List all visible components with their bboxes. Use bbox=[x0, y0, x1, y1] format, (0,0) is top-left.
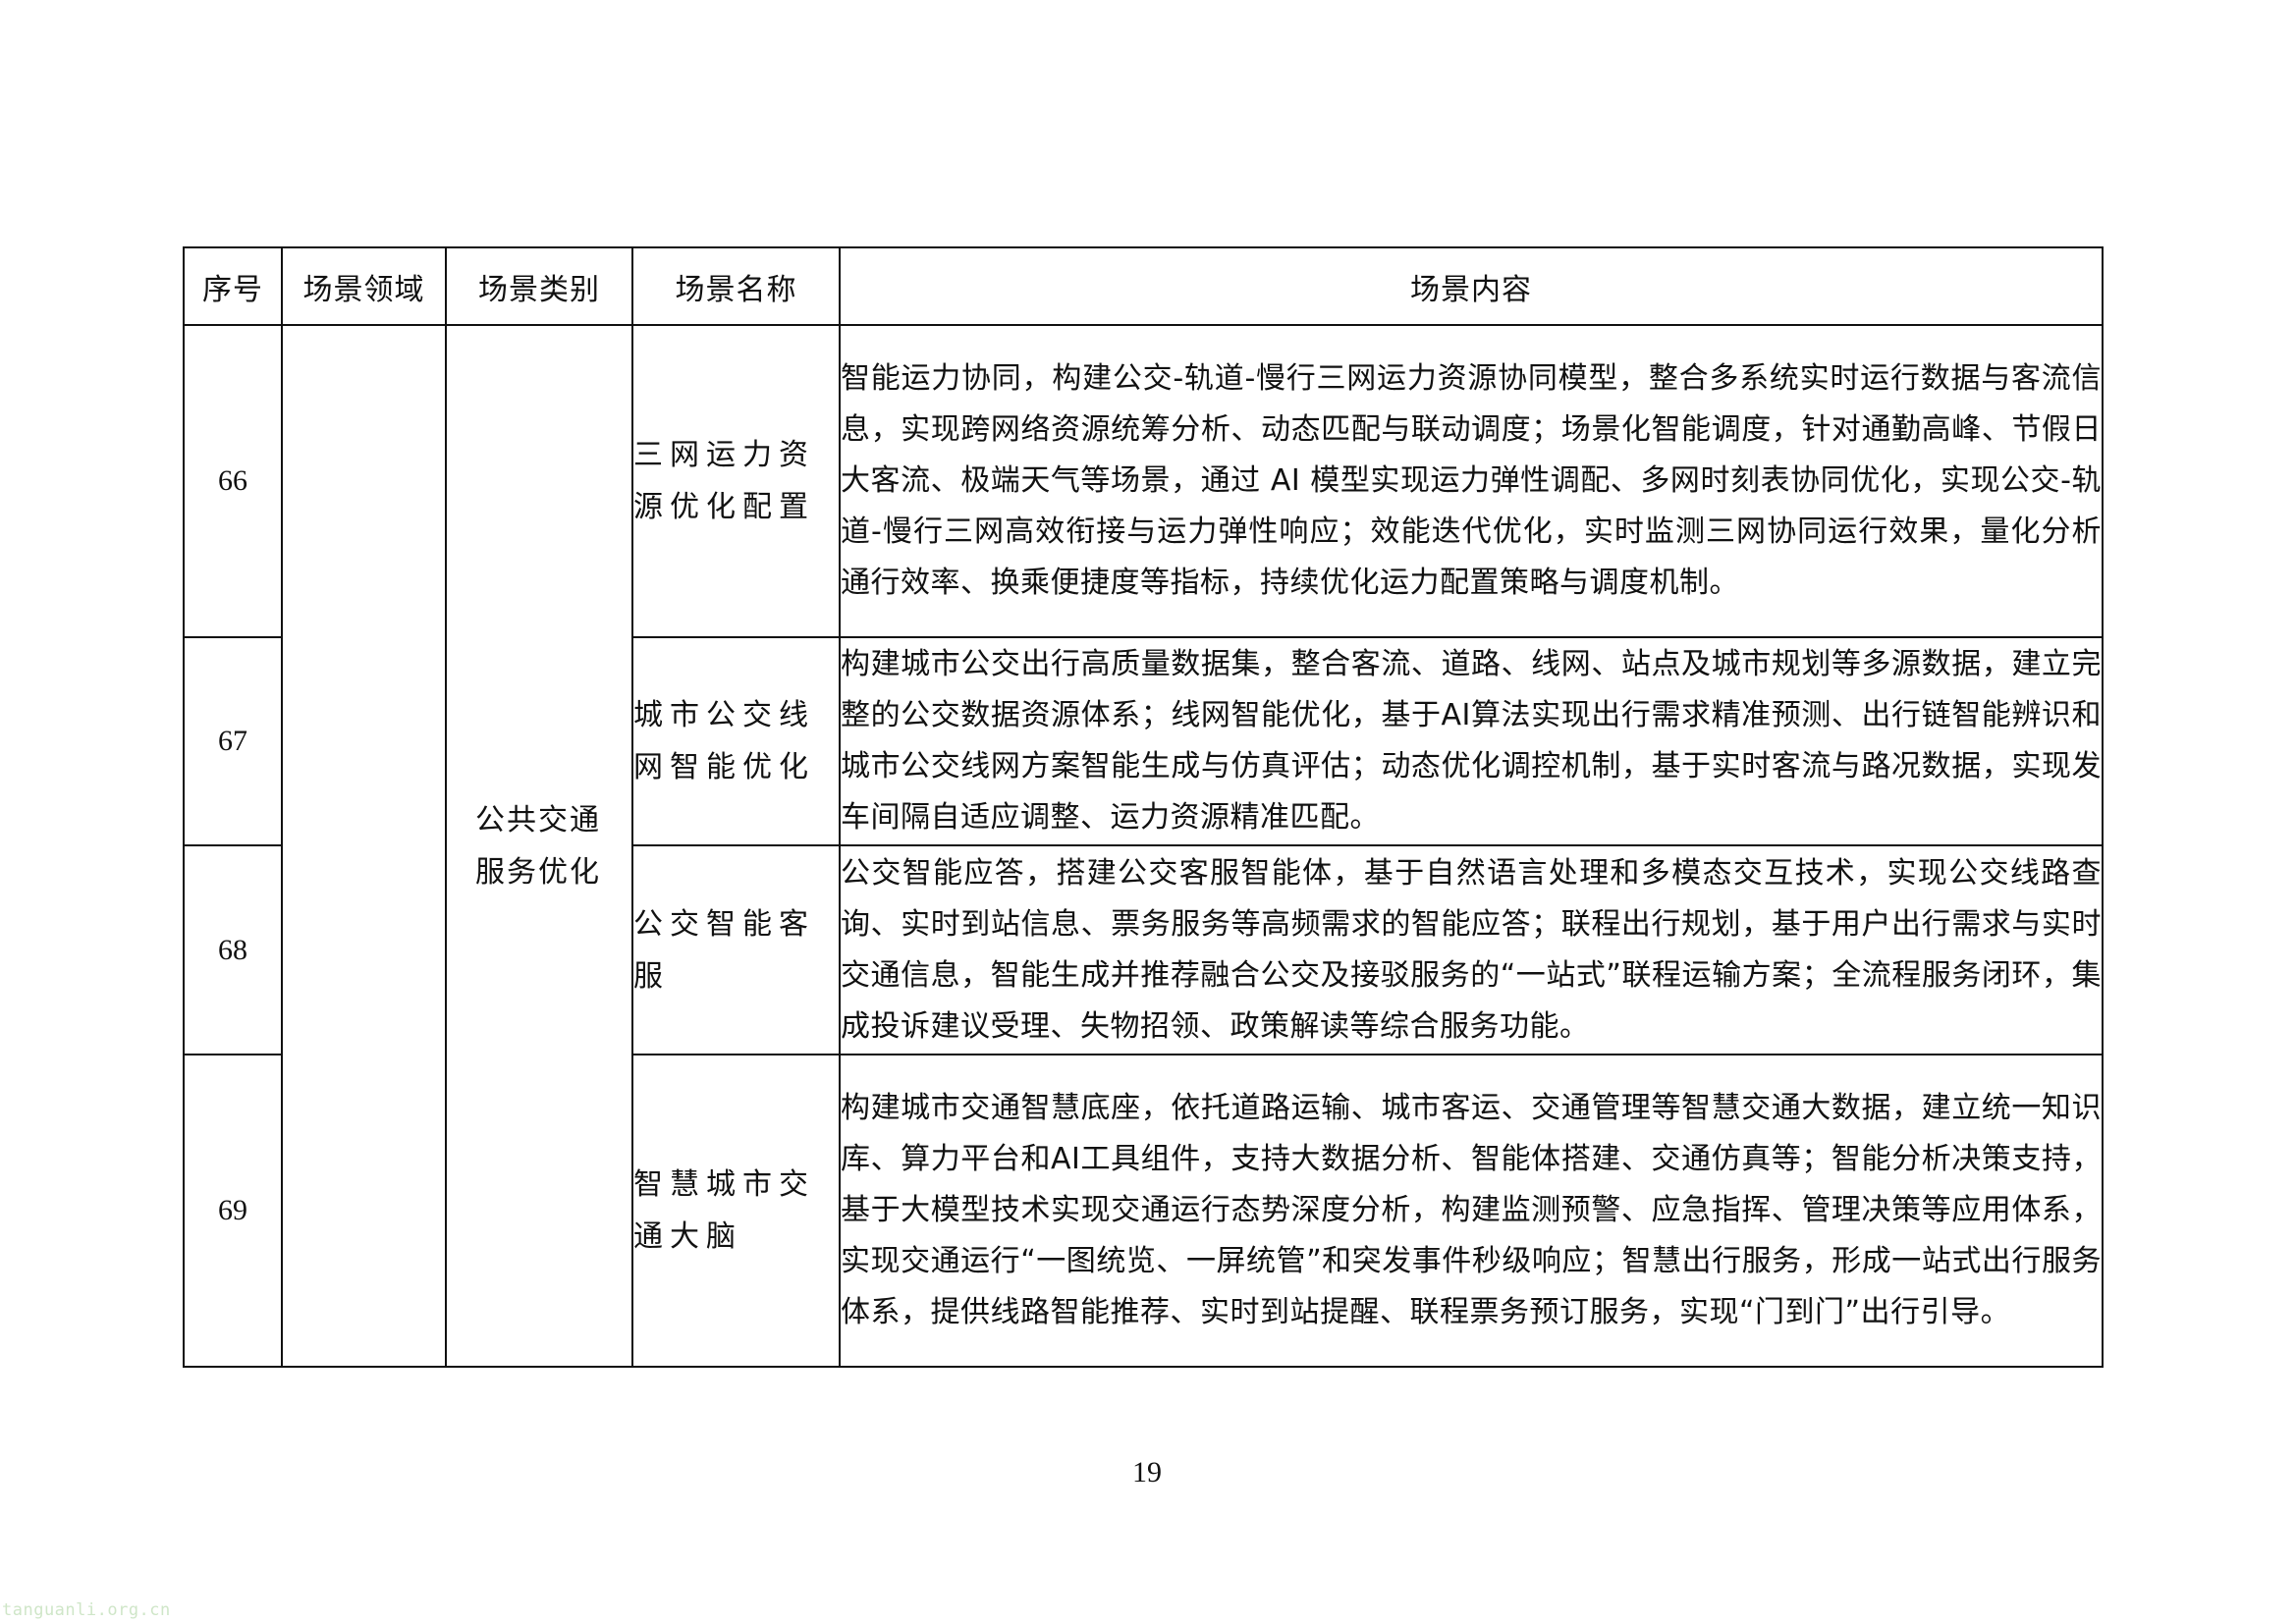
row-index: 69 bbox=[183, 1054, 283, 1368]
scene-content: 构建城市公交出行高质量数据集，整合客流、道路、线网、站点及城市规划等多源数据，建… bbox=[839, 636, 2104, 846]
row-index: 68 bbox=[183, 844, 283, 1055]
table-row: 69 智慧城市交通大脑 构建城市交通智慧底座，依托道路运输、城市客运、交通管理等… bbox=[183, 1054, 2104, 1368]
header-content: 场景内容 bbox=[839, 246, 2104, 326]
header-index: 序号 bbox=[183, 246, 283, 326]
scene-name: 智慧城市交通大脑 bbox=[631, 1054, 841, 1368]
table-row: 67 城市公交线网智能优化 构建城市公交出行高质量数据集，整合客流、道路、线网、… bbox=[183, 636, 2104, 846]
header-domain: 场景领域 bbox=[281, 246, 447, 326]
header-name: 场景名称 bbox=[631, 246, 841, 326]
page-number: 19 bbox=[1132, 1456, 1162, 1488]
scene-table: 序号 场景领域 场景类别 场景名称 场景内容 66 公共交通服务优化 三网运力资… bbox=[183, 246, 2104, 1368]
scene-content: 公交智能应答，搭建公交客服智能体，基于自然语言处理和多模态交互技术，实现公交线路… bbox=[839, 844, 2104, 1055]
scene-name: 公交智能客服 bbox=[631, 844, 841, 1055]
scene-content: 构建城市交通智慧底座，依托道路运输、城市客运、交通管理等智慧交通大数据，建立统一… bbox=[839, 1054, 2104, 1368]
domain-cell bbox=[281, 324, 447, 1368]
scene-name: 三网运力资源优化配置 bbox=[631, 324, 841, 638]
watermark: tanguanli.org.cn bbox=[2, 1600, 171, 1620]
scene-content: 智能运力协同，构建公交-轨道-慢行三网运力资源协同模型，整合多系统实时运行数据与… bbox=[839, 324, 2104, 638]
table-row: 66 公共交通服务优化 三网运力资源优化配置 智能运力协同，构建公交-轨道-慢行… bbox=[183, 324, 2104, 1368]
row-index: 67 bbox=[183, 636, 283, 846]
category-cell: 公共交通服务优化 bbox=[445, 324, 633, 1368]
row-index: 66 bbox=[183, 324, 283, 638]
header-category: 场景类别 bbox=[445, 246, 633, 326]
scene-name: 城市公交线网智能优化 bbox=[631, 636, 841, 846]
table-header-row: 序号 场景领域 场景类别 场景名称 场景内容 bbox=[183, 246, 2104, 326]
table-row: 68 公交智能客服 公交智能应答，搭建公交客服智能体，基于自然语言处理和多模态交… bbox=[183, 844, 2104, 1055]
category-label: 公共交通服务优化 bbox=[475, 802, 601, 890]
